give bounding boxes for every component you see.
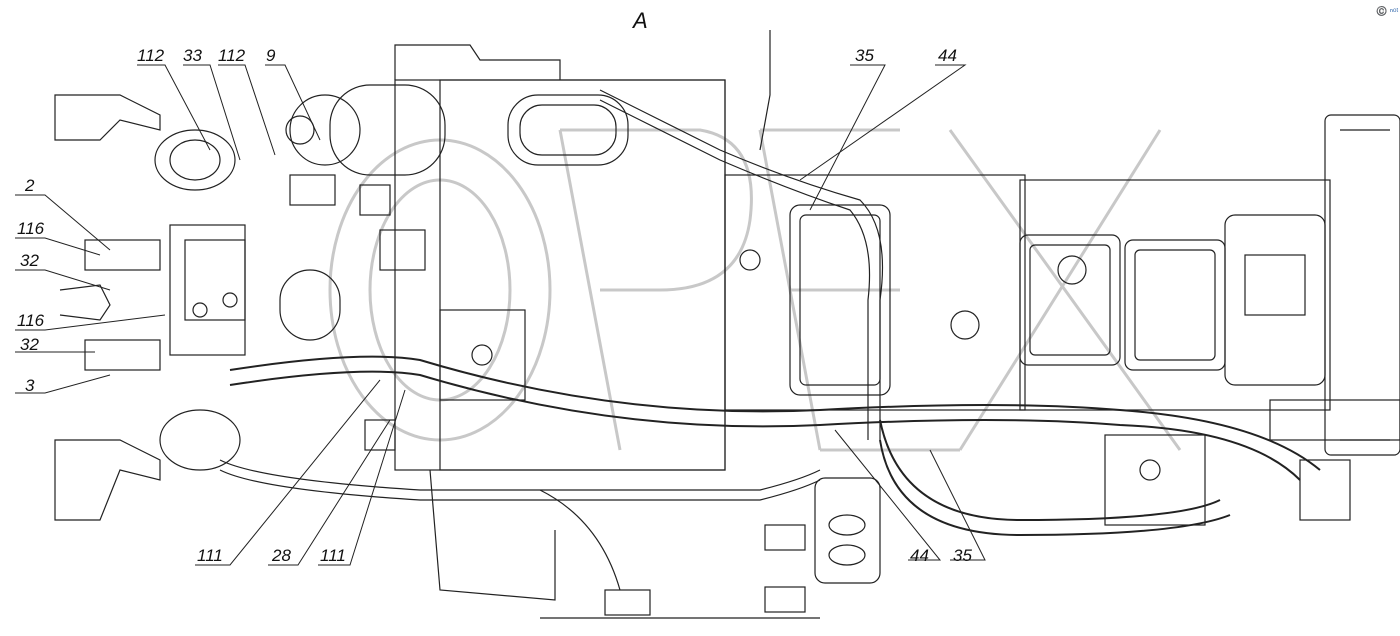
callout-35-bottom: 35	[953, 546, 972, 565]
left-yoke-assembly	[54, 94, 246, 521]
view-label: A	[633, 8, 648, 33]
callout-116-b: 116	[17, 311, 45, 330]
callout-9: 9	[266, 46, 276, 65]
callout-33: 33	[183, 46, 202, 65]
chassis-frame	[359, 44, 726, 471]
callout-116-a: 116	[17, 219, 45, 238]
callout-44-bottom: 44	[910, 546, 929, 565]
callout-28: 28	[272, 546, 291, 565]
callout-leaders	[15, 64, 986, 566]
hydraulic-valve	[279, 84, 446, 341]
lower-components	[429, 399, 1400, 619]
callout-2: 2	[25, 176, 35, 195]
corner-watermark: ©️ ⁿᵒᵗ	[1376, 6, 1399, 16]
callout-32-b: 32	[20, 335, 39, 354]
callout-112-a: 112	[137, 46, 165, 65]
hydraulic-lines	[219, 30, 884, 591]
callout-112-b: 112	[218, 46, 246, 65]
watermark-logo	[328, 128, 1182, 452]
callout-35-top: 35	[855, 46, 874, 65]
corrugated-hose	[229, 355, 1321, 537]
callout-3: 3	[25, 376, 35, 395]
callout-111-b: 111	[320, 546, 346, 565]
callout-44-top: 44	[938, 46, 957, 65]
callout-111-a: 111	[197, 546, 223, 565]
callout-32-a: 32	[20, 251, 39, 270]
